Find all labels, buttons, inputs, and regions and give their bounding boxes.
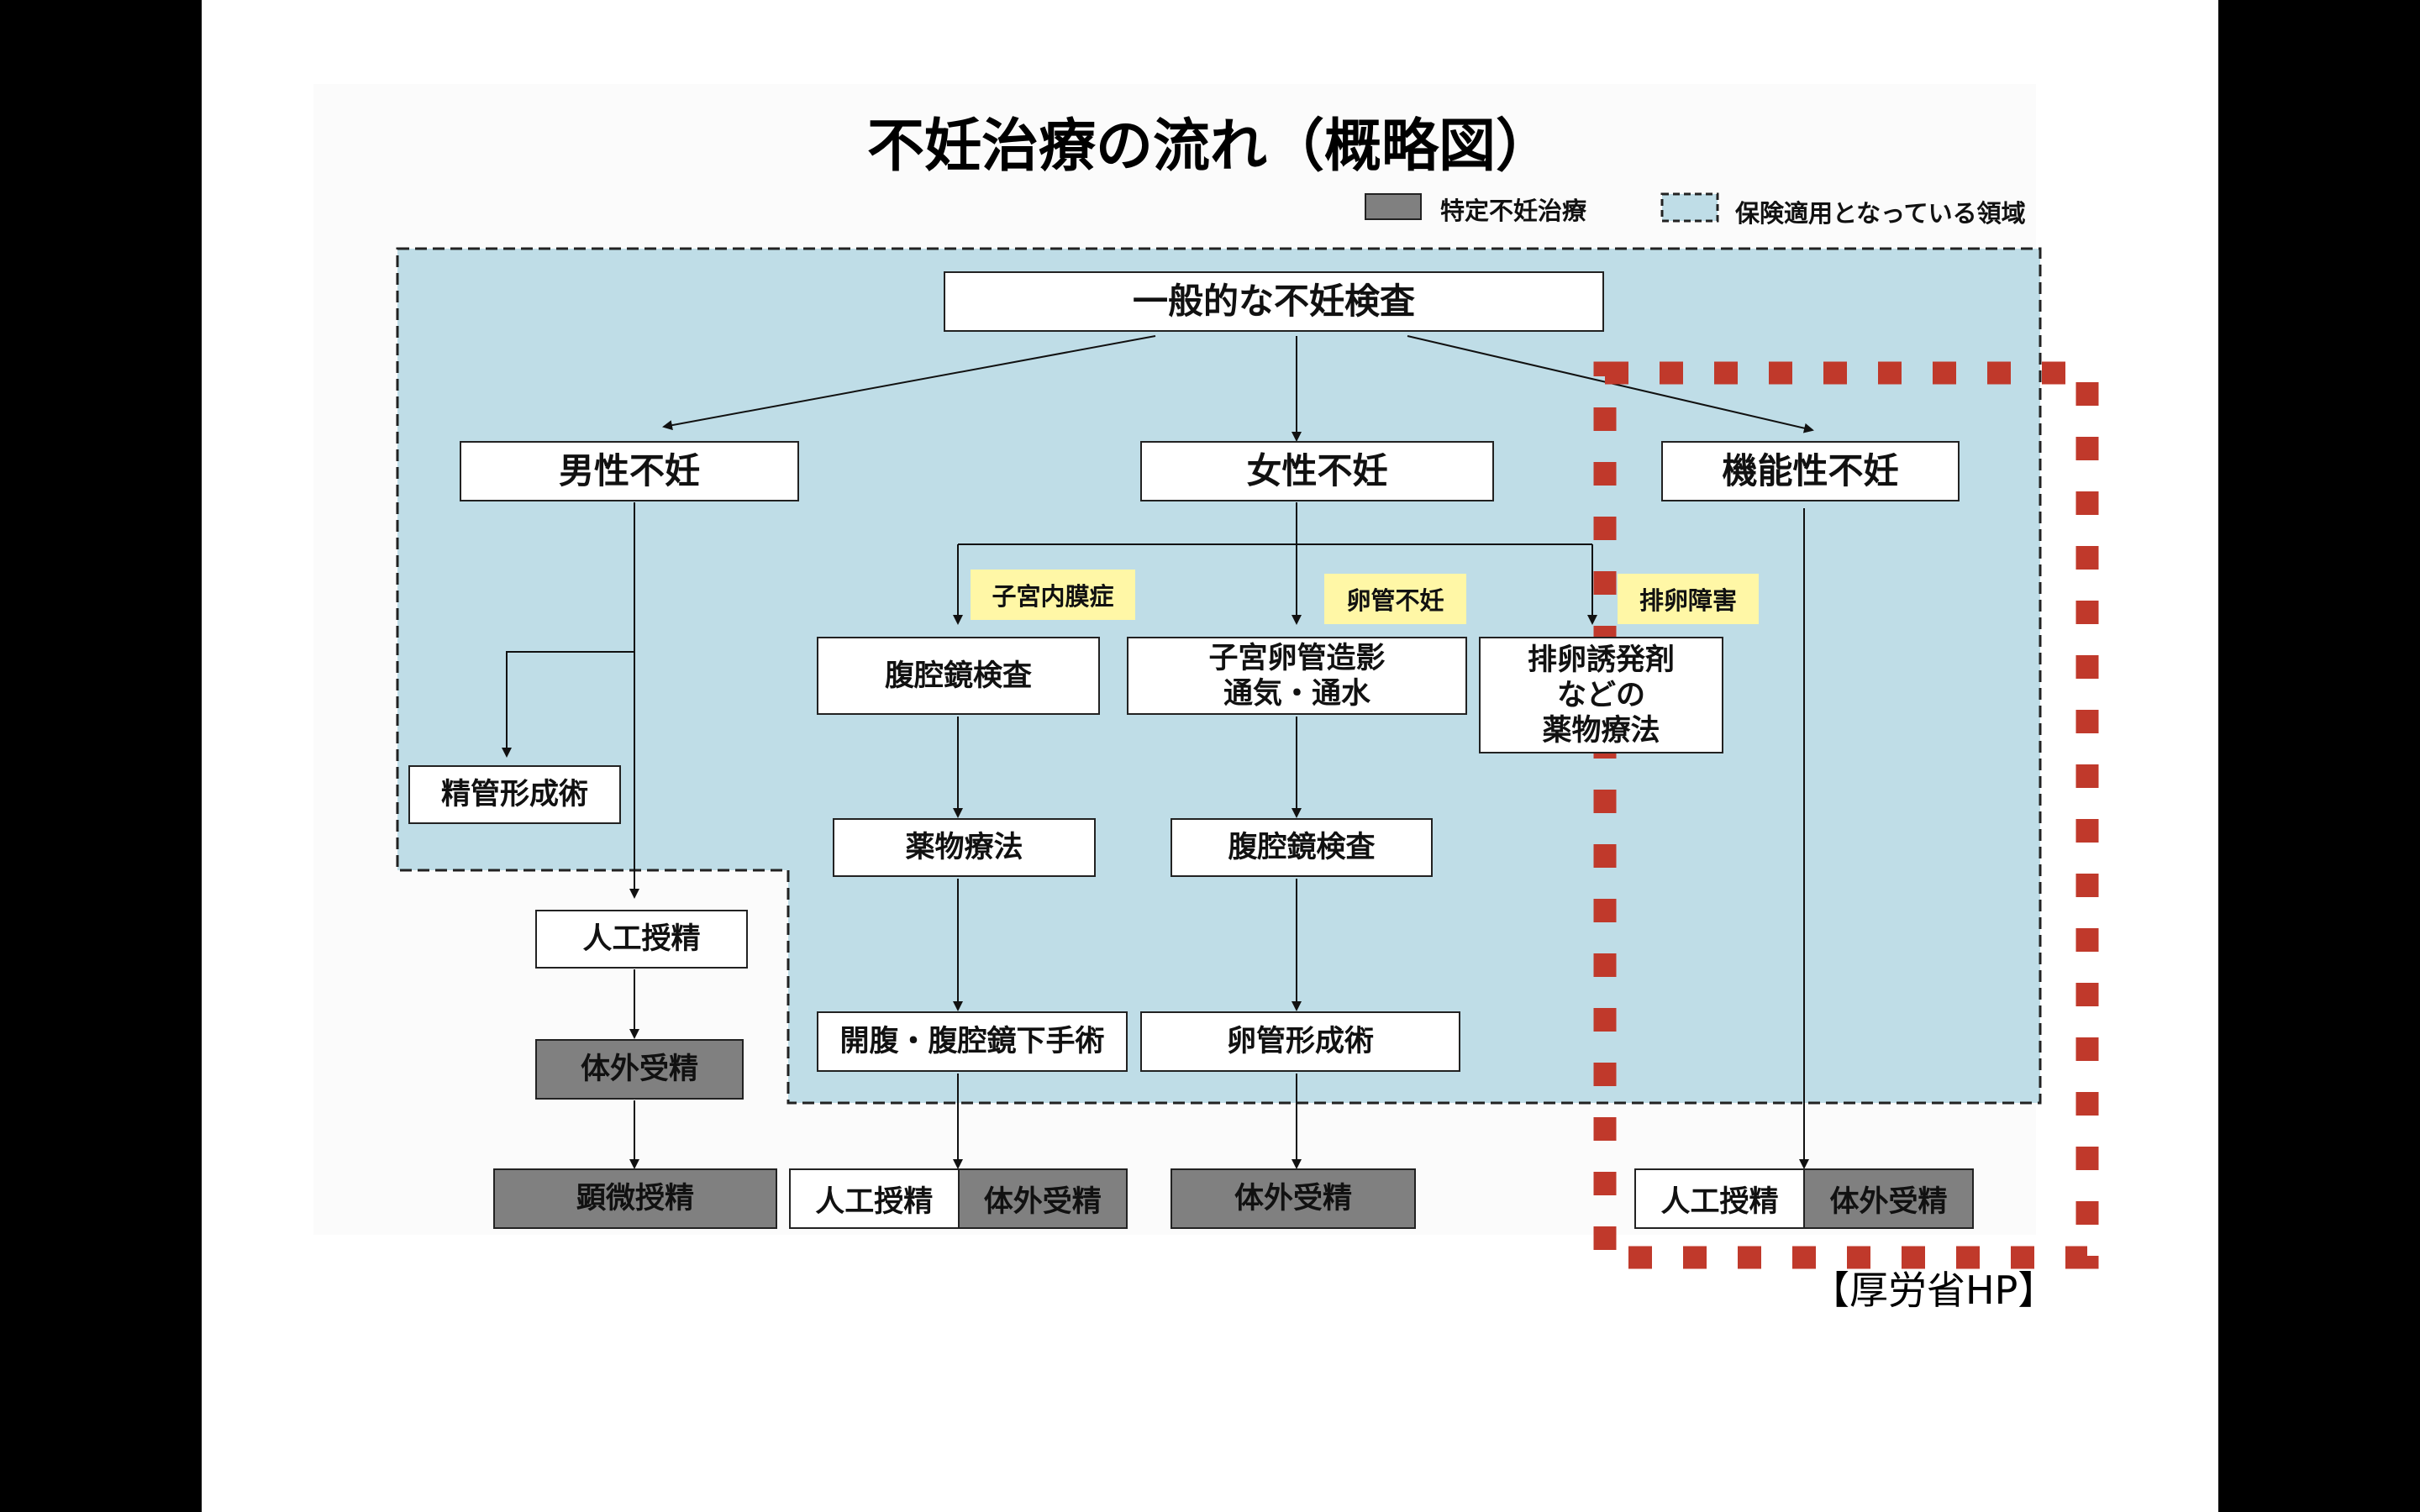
node-ovulation-line3: 薬物療法 [1542, 713, 1660, 748]
legend-specific-label: 特定不妊治療 [1440, 197, 1587, 225]
node-tuboplasty: 卵管形成術 [1140, 1011, 1460, 1072]
node-hsg-line2: 通気・通水 [1223, 676, 1370, 711]
node-ai-ivf-bottom: 人工授精 体外受精 [789, 1168, 1128, 1229]
node-ai-bottom: 人工授精 [791, 1170, 960, 1227]
node-laparoscopy-exam-1: 腹腔鏡検査 [817, 637, 1100, 715]
node-general-exam: 一般的な不妊検査 [944, 271, 1604, 332]
legend-insurance-swatch [1660, 192, 1719, 223]
node-female: 女性不妊 [1140, 441, 1494, 501]
legend-insurance-label: 保険適用となっている領域 [1735, 199, 2026, 228]
connectors [502, 335, 1814, 1169]
node-ivf-bottom: 体外受精 [959, 1170, 1126, 1227]
tag-tubal: 卵管不妊 [1324, 574, 1466, 624]
legend-specific-swatch [1365, 193, 1422, 220]
slide: 不妊治療の流れ（概略図） 特定不妊治療 保険適用となっている領域 一般的な不妊検… [202, 0, 2218, 1512]
node-functional: 機能性不妊 [1661, 441, 1960, 501]
tag-ovulation: 排卵障害 [1618, 574, 1759, 624]
tag-endometriosis: 子宮内膜症 [971, 570, 1135, 620]
node-ai-ivf-functional: 人工授精 体外受精 [1634, 1168, 1974, 1229]
highlight-frame [1593, 361, 2099, 1269]
node-male: 男性不妊 [460, 441, 799, 501]
node-ovulation-line1: 排卵誘発剤 [1527, 643, 1675, 677]
page-title: 不妊治療の流れ（概略図） [866, 113, 1553, 180]
node-icsi: 顕微授精 [493, 1168, 777, 1229]
node-ivf-functional: 体外受精 [1805, 1170, 1972, 1227]
node-ai-functional: 人工授精 [1636, 1170, 1805, 1227]
node-ai-male: 人工授精 [535, 910, 748, 969]
node-vasoplasty: 精管形成術 [408, 765, 621, 824]
node-laparotomy: 開腹・腹腔鏡下手術 [817, 1011, 1128, 1072]
node-drug-therapy: 薬物療法 [833, 818, 1096, 877]
node-ovulation-line2: などの [1556, 678, 1645, 712]
node-ovulation-drug: 排卵誘発剤 などの 薬物療法 [1479, 637, 1723, 753]
node-hsg-line1: 子宮卵管造影 [1208, 641, 1386, 675]
node-ivf-male: 体外受精 [535, 1039, 744, 1100]
node-laparoscopy-exam-2: 腹腔鏡検査 [1171, 818, 1433, 877]
node-hsg: 子宮卵管造影 通気・通水 [1127, 637, 1467, 715]
source-citation: 【厚労省HP】 [1811, 1268, 2057, 1313]
node-ivf-tubal: 体外受精 [1171, 1168, 1416, 1229]
